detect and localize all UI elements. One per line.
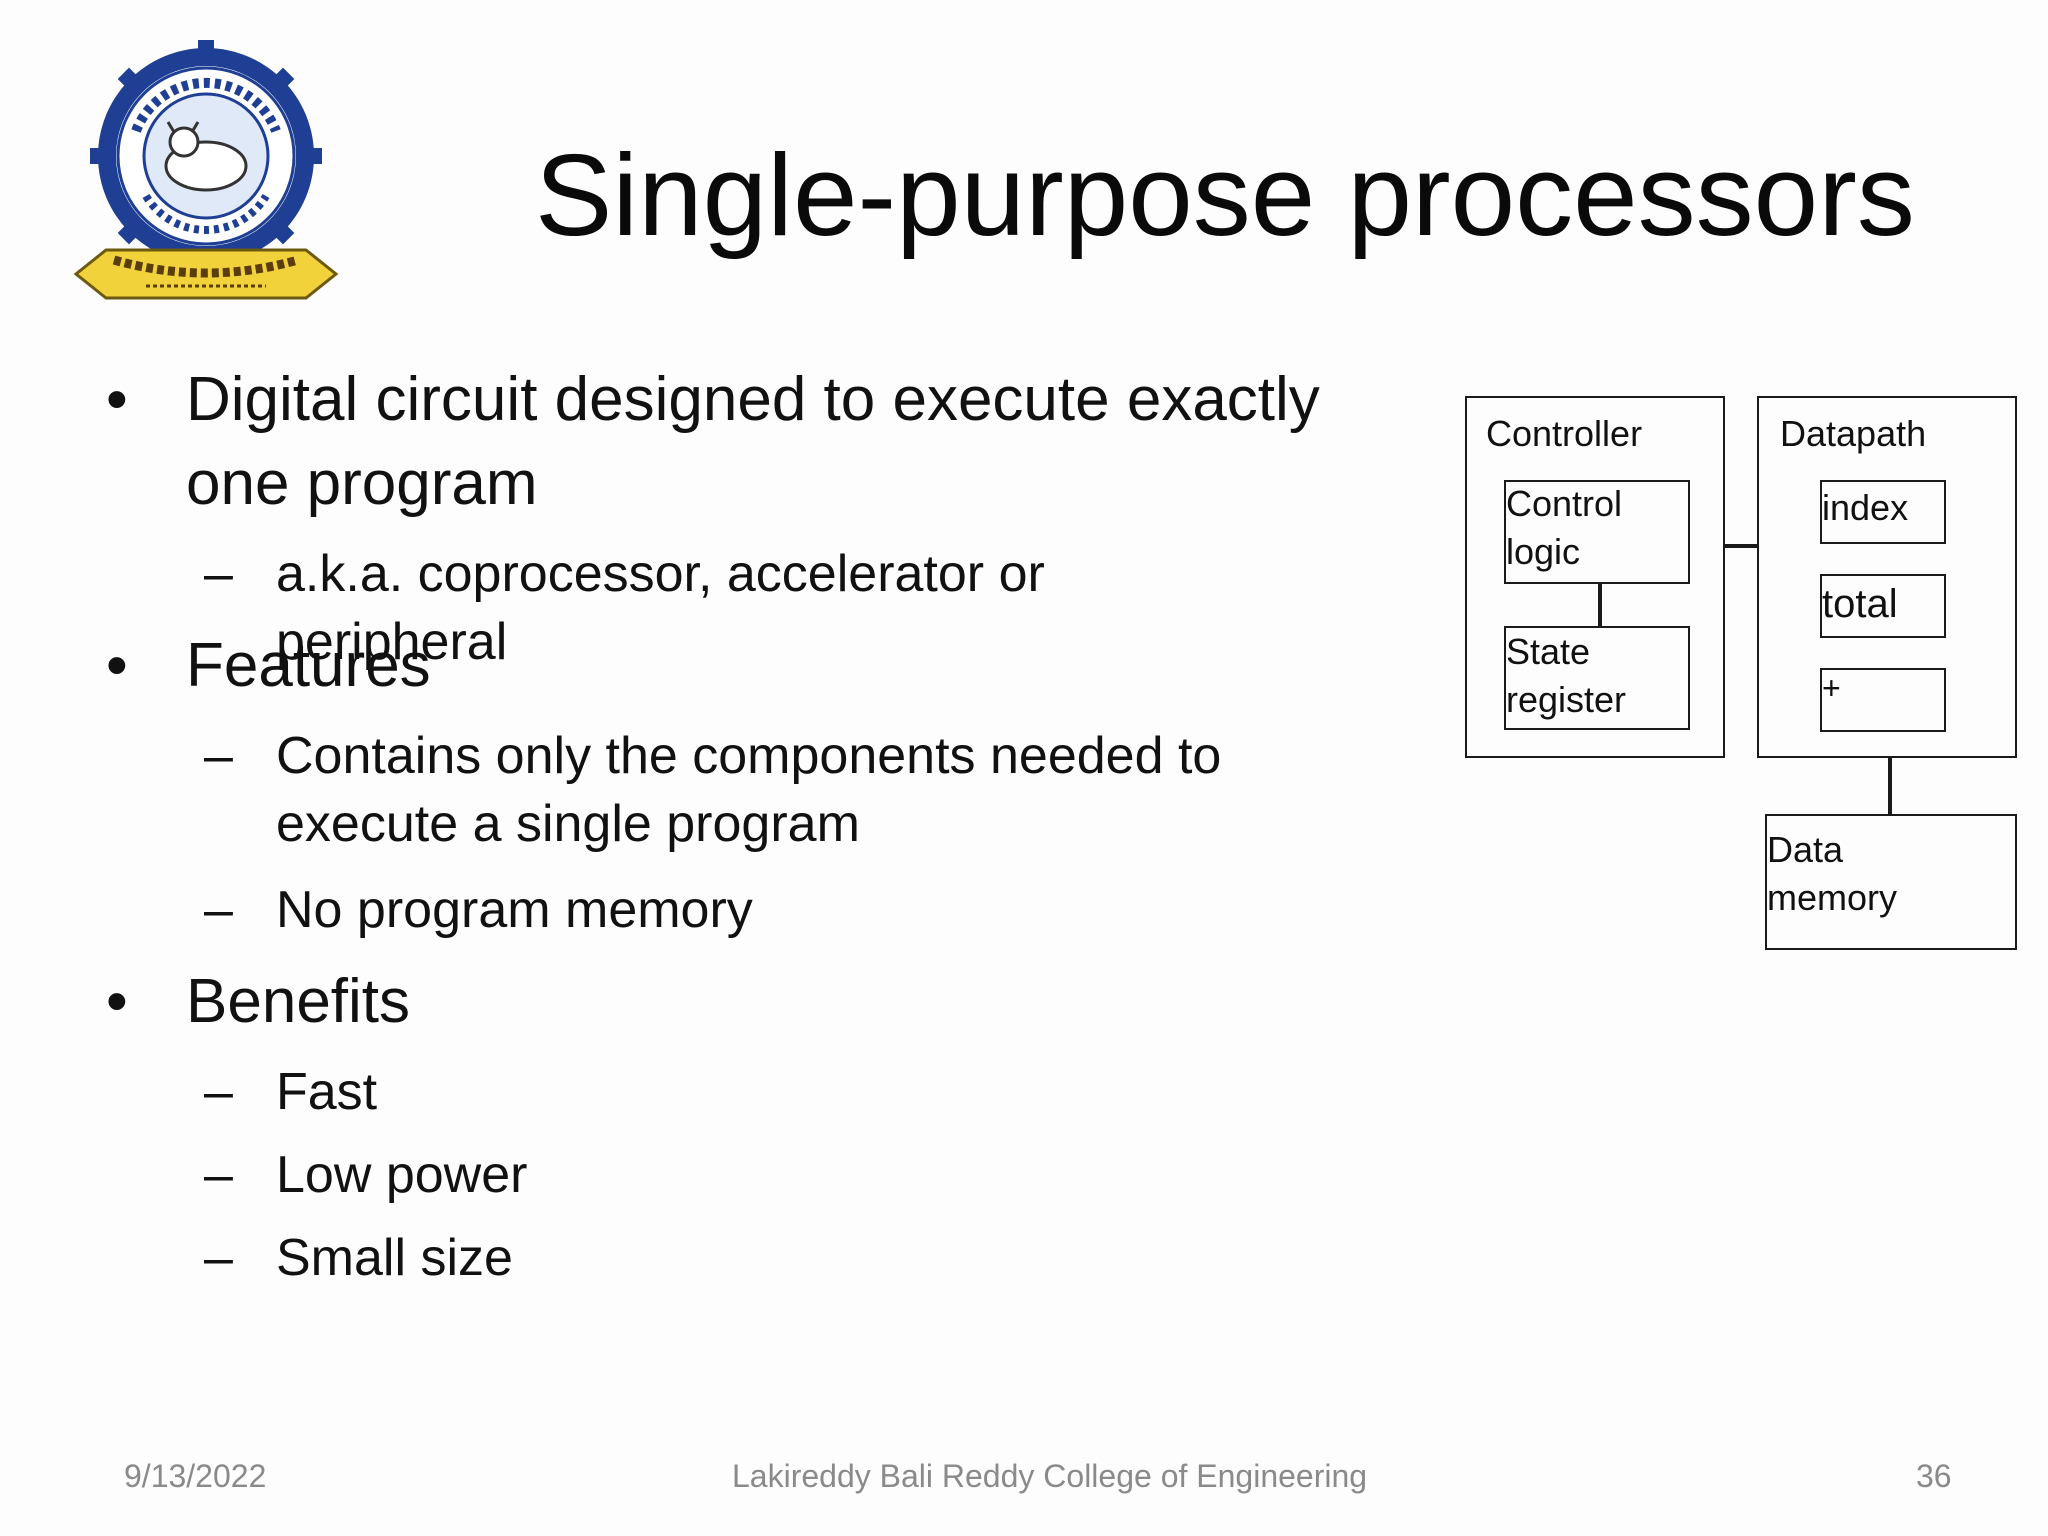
bullet-text: Benefits: [186, 967, 411, 1036]
processor-diagram: Controller Control logic State register …: [1440, 380, 2040, 960]
control-logic-box: [1504, 480, 1690, 584]
datapath-label: Datapath: [1780, 413, 1927, 454]
college-seal-icon: [73, 40, 339, 300]
footer-page-number: 36: [1916, 1458, 1952, 1494]
college-logo: [66, 36, 346, 306]
sub-bullet-text: No program memory: [276, 881, 753, 939]
datapath-box: [1757, 396, 2017, 758]
bullet-dot: •: [106, 365, 128, 434]
control-logic-label: Control: [1506, 483, 1623, 524]
connector-line: [1888, 758, 1892, 814]
adder-label: +: [1822, 670, 1841, 706]
sub-bullet-dash: –: [204, 1229, 233, 1287]
sub-bullet-text: Fast: [276, 1063, 378, 1121]
sub-bullet-text: Low power: [276, 1146, 528, 1204]
data-memory-label: memory: [1767, 877, 1898, 918]
connector-line: [1725, 544, 1759, 548]
footer-institution: Lakireddy Bali Reddy College of Engineer…: [732, 1458, 1368, 1494]
bullet-text: Digital circuit designed to execute exac…: [186, 365, 1320, 434]
sub-bullet-dash: –: [204, 545, 233, 603]
bullet-text: one program: [186, 449, 538, 518]
data-memory-box: [1765, 814, 2017, 950]
bullet-dot: •: [106, 967, 128, 1036]
adder-box: [1820, 668, 1946, 732]
state-register-box: [1504, 626, 1690, 730]
index-register-box: [1820, 480, 1946, 544]
sub-bullet-text: Small size: [276, 1229, 513, 1287]
footer-date: 9/13/2022: [124, 1458, 267, 1494]
control-logic-label: logic: [1506, 531, 1581, 572]
bullet-dot: •: [106, 631, 128, 700]
sub-bullet-dash: –: [204, 881, 233, 939]
controller-label: Controller: [1486, 413, 1643, 454]
sub-bullet-text: Contains only the components needed to: [276, 727, 1222, 785]
sub-bullet-text: a.k.a. coprocessor, accelerator or perip…: [276, 545, 1045, 671]
sub-bullet-dash: –: [204, 1063, 233, 1121]
slide-title: Single-purpose processors: [535, 130, 1915, 260]
state-register-label: register: [1506, 679, 1627, 720]
connector-line: [1598, 584, 1602, 628]
bullet-text: Features: [186, 631, 431, 700]
total-register-label: total: [1822, 582, 1898, 626]
sub-bullet-dash: –: [204, 1146, 233, 1204]
bullet-list: • Digital circuit designed to execute ex…: [106, 365, 1320, 1287]
sub-bullet-dash: –: [204, 727, 233, 785]
state-register-label: State: [1506, 631, 1591, 672]
sub-bullet-text: execute a single program: [276, 795, 860, 853]
controller-box: [1465, 396, 1725, 758]
data-memory-label: Data: [1767, 829, 1844, 870]
index-register-label: index: [1822, 487, 1909, 528]
total-register-box: [1820, 574, 1946, 638]
